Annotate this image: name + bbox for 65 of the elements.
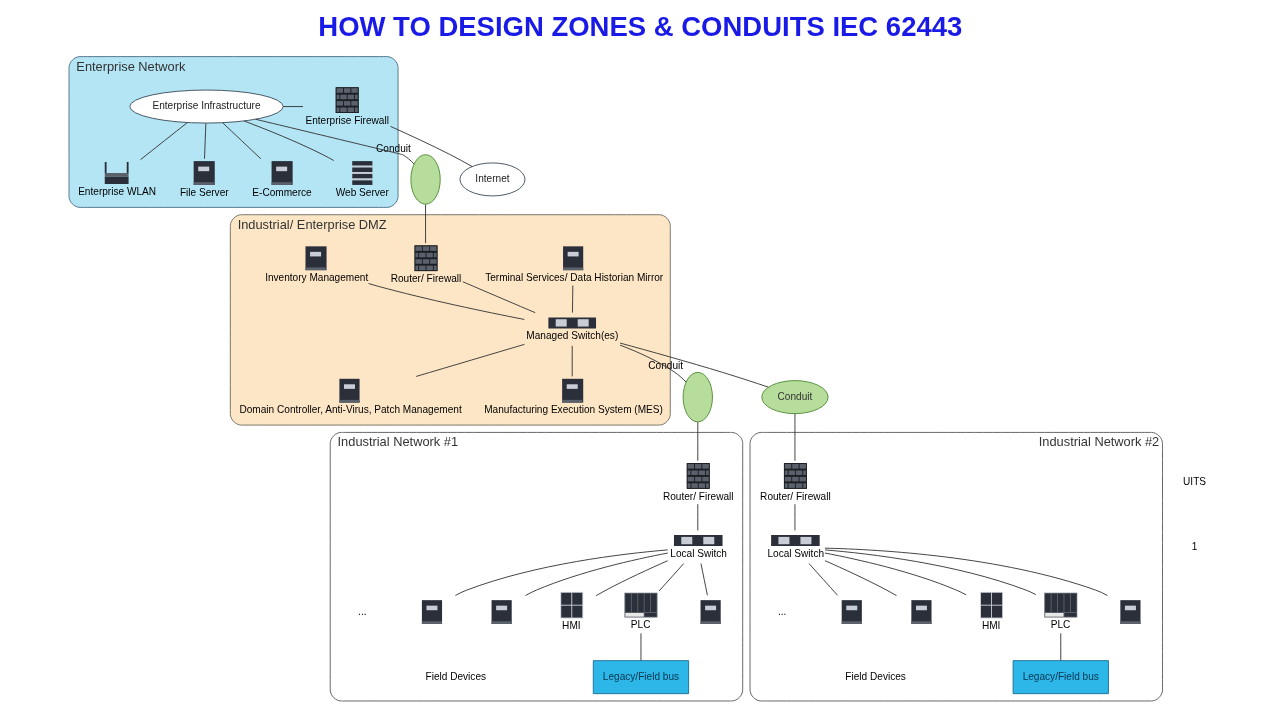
node-label: Router/ Firewall	[662, 490, 734, 502]
node-ellipse	[682, 371, 713, 423]
connector	[824, 549, 1036, 596]
connector	[700, 563, 708, 596]
node-label: Manufacturing Execution System (MES)	[483, 404, 663, 416]
node-label: Domain Controller, Anti-Virus, Patch Management	[238, 404, 462, 416]
connector	[282, 106, 303, 107]
connector	[221, 122, 261, 160]
node-label: Inventory Management	[264, 271, 368, 283]
connector	[808, 563, 838, 596]
connector	[823, 547, 1108, 596]
node-box: Legacy/Field bus	[592, 660, 689, 695]
node-label: Router/ Firewall	[759, 490, 831, 502]
node-label: Local Switch	[669, 547, 727, 559]
node-label: Local Switch	[766, 547, 824, 559]
connector	[389, 125, 473, 167]
connector	[696, 503, 698, 531]
connector	[203, 122, 206, 160]
connector	[424, 204, 426, 244]
connector	[243, 120, 334, 161]
connector	[619, 342, 769, 388]
connector	[1059, 632, 1061, 661]
node-label: PLC	[1050, 619, 1070, 631]
node-label: Conduit	[375, 142, 411, 154]
connector	[524, 552, 668, 596]
connector	[794, 413, 795, 462]
connector	[658, 563, 684, 592]
label: 1	[1191, 540, 1197, 552]
label: ...	[357, 605, 367, 617]
connector	[254, 118, 415, 165]
node-ellipse: Conduit	[760, 380, 829, 415]
node-label: File Server	[179, 186, 229, 198]
connector	[640, 632, 641, 661]
connector	[696, 421, 698, 462]
node-label: Terminal Services/ Data Historian Mirror	[484, 271, 663, 283]
node-ellipse: Internet	[459, 162, 525, 197]
node-label: Router/ Firewall	[390, 272, 461, 284]
connector	[571, 285, 573, 314]
label: Field Devices	[844, 670, 906, 682]
connector	[461, 281, 536, 314]
node-label: E-Commerce	[251, 186, 312, 198]
connector	[415, 343, 525, 377]
label: Field Devices	[425, 670, 486, 682]
node-label: HMI	[561, 620, 581, 632]
node-label: Enterprise Firewall	[304, 114, 389, 126]
node-label: PLC	[630, 619, 650, 631]
diagram-title: HOW TO DESIGN ZONES & CONDUITS IEC 62443	[317, 11, 962, 43]
node-box: Legacy/Field bus	[1012, 660, 1109, 695]
node-ellipse	[409, 154, 441, 205]
connector	[367, 283, 525, 320]
connector	[619, 344, 686, 383]
node-label: Web Server	[335, 186, 389, 198]
node-ellipse: Enterprise Infrastructure	[128, 89, 284, 124]
label: ...	[777, 605, 786, 617]
connector	[595, 560, 668, 597]
node-label: Managed Switch(es)	[525, 330, 618, 342]
label: UITS	[1182, 475, 1206, 487]
node-label: HMI	[981, 620, 1000, 632]
node-label: Enterprise WLAN	[77, 185, 156, 197]
connector	[823, 552, 966, 596]
node-label: Conduit	[647, 360, 683, 372]
connector	[824, 560, 897, 597]
connector	[454, 549, 668, 596]
connector	[571, 345, 573, 377]
connector	[139, 122, 188, 161]
